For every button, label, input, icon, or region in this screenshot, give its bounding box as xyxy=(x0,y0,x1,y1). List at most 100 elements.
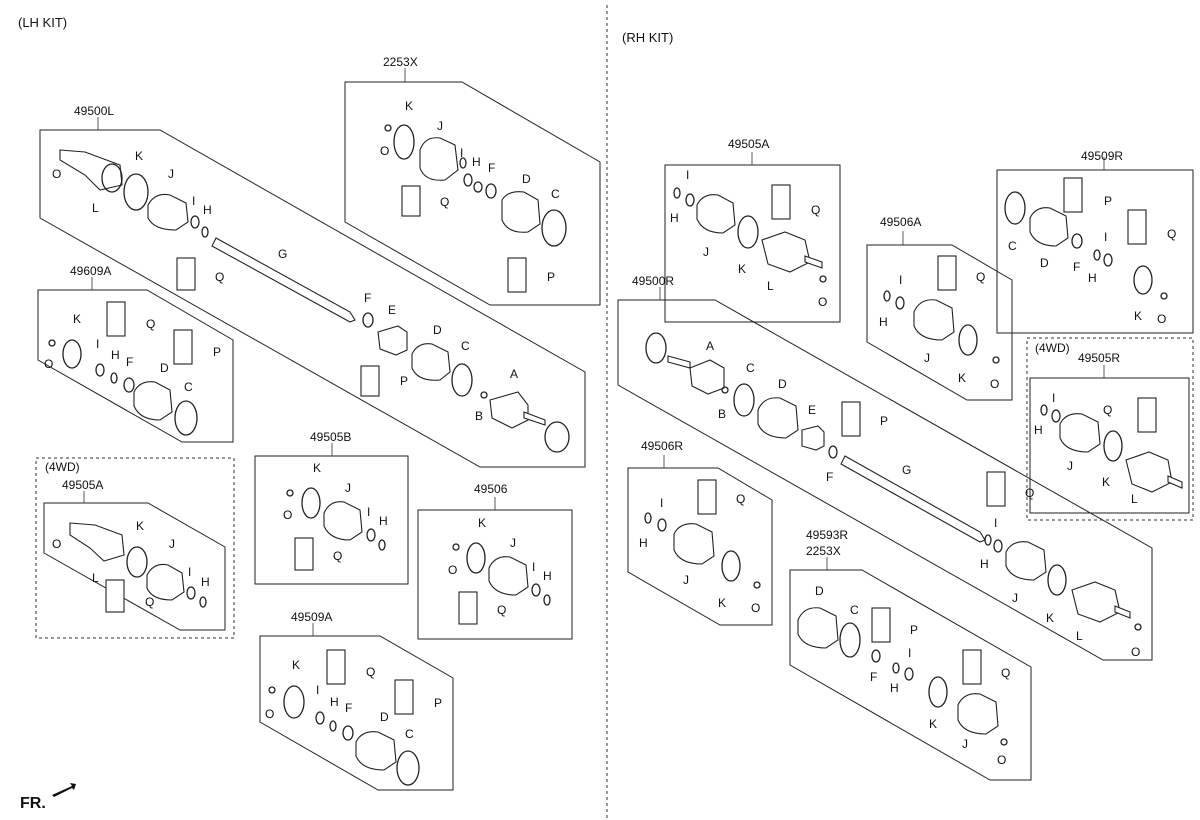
part-callout-k: K xyxy=(718,596,726,610)
part-callout-o: O xyxy=(997,753,1006,767)
part-callout-a: A xyxy=(510,367,518,381)
part-callout-c: C xyxy=(405,727,414,741)
part-callout-i: I xyxy=(316,683,319,697)
part-callout-p: P xyxy=(434,696,442,710)
group-49509a: 49509A K I H F D C O Q P xyxy=(259,610,454,791)
group-qualifier: (4WD) xyxy=(45,460,80,474)
part-callout-p: P xyxy=(400,374,408,388)
part-callout-h: H xyxy=(379,514,388,528)
part-callout-o: O xyxy=(1131,645,1140,659)
part-callout-k: K xyxy=(1134,309,1142,323)
part-callout-d: D xyxy=(160,361,169,375)
part-callout-o: O xyxy=(448,563,457,577)
part-callout-q: Q xyxy=(145,595,154,609)
part-callout-o: O xyxy=(751,601,760,615)
part-callout-f: F xyxy=(345,701,352,715)
part-callout-i: I xyxy=(994,516,997,530)
part-callout-l: L xyxy=(1076,629,1083,643)
group-49609a: 49609A K I H F D C O Q P xyxy=(37,264,234,443)
rh-kit-label: (RH KIT) xyxy=(622,30,673,45)
part-callout-g: G xyxy=(278,247,287,261)
part-callout-e: E xyxy=(388,303,396,317)
group-49505a-rh: 49505A I H J K L O Q xyxy=(664,137,841,323)
part-callout-q: Q xyxy=(440,195,449,209)
part-callout-h: H xyxy=(201,575,210,589)
part-callout-k: K xyxy=(958,371,966,385)
part-callout-q: Q xyxy=(146,317,155,331)
part-callout-d: D xyxy=(815,584,824,598)
part-callout-h: H xyxy=(1088,271,1097,285)
part-callout-k: K xyxy=(73,312,81,326)
part-callout-o: O xyxy=(52,537,61,551)
part-callout-g: G xyxy=(902,463,911,477)
part-callout-o: O xyxy=(265,707,274,721)
group-49505b: 49505B K J I H O Q xyxy=(254,430,409,585)
part-callout-i: I xyxy=(188,565,191,579)
part-callout-c: C xyxy=(551,187,560,201)
part-callout-d: D xyxy=(1040,256,1049,270)
part-callout-k: K xyxy=(1102,475,1110,489)
group-label: 49505A xyxy=(62,478,103,492)
part-callout-d: D xyxy=(380,710,389,724)
group-49506a: 49506A I H J K O Q xyxy=(866,215,1013,401)
part-callout-j: J xyxy=(703,245,709,259)
part-callout-q: Q xyxy=(215,270,224,284)
part-callout-k: K xyxy=(405,99,413,113)
part-callout-j: J xyxy=(924,351,930,365)
part-callout-k: K xyxy=(135,149,143,163)
group-label: 49500R xyxy=(632,274,674,288)
part-callout-i: I xyxy=(367,505,370,519)
part-callout-l: L xyxy=(767,279,774,293)
part-callout-l: L xyxy=(92,571,99,585)
part-callout-f: F xyxy=(826,470,833,484)
group-label: 49506A xyxy=(880,215,921,229)
part-callout-k: K xyxy=(292,658,300,672)
part-callout-h: H xyxy=(1034,423,1043,437)
part-callout-d: D xyxy=(433,323,442,337)
part-callout-p: P xyxy=(880,414,888,428)
group-label: 49506 xyxy=(474,482,508,496)
part-callout-q: Q xyxy=(976,270,985,284)
part-callout-i: I xyxy=(460,146,463,160)
part-callout-i: I xyxy=(686,168,689,182)
part-callout-j: J xyxy=(437,119,443,133)
part-callout-q: Q xyxy=(333,549,342,563)
part-callout-f: F xyxy=(126,355,133,369)
group-label: 49505A xyxy=(728,137,769,151)
part-callout-i: I xyxy=(1052,391,1055,405)
part-callout-i: I xyxy=(899,273,902,287)
group-qualifier: (4WD) xyxy=(1035,341,1070,355)
part-callout-b: B xyxy=(718,407,726,421)
group-label: 49509R xyxy=(1081,149,1123,163)
part-callout-f: F xyxy=(870,670,877,684)
part-callout-j: J xyxy=(1067,459,1073,473)
part-callout-l: L xyxy=(1131,492,1138,506)
part-callout-o: O xyxy=(1157,312,1166,326)
part-callout-i: I xyxy=(192,194,195,208)
group-49500l: 49500L K J I H L O G Q F E D C P A B xyxy=(39,104,586,468)
part-callout-f: F xyxy=(364,291,371,305)
group-label: 49609A xyxy=(70,264,111,278)
group-49505r-rh-4wd: (4WD) 49505R I H J K L Q xyxy=(1026,337,1194,521)
part-callout-k: K xyxy=(136,519,144,533)
group-49593r-2253x: 49593R 2253X D C P F H I K Q J O xyxy=(789,528,1032,781)
group-49505a-lh-4wd: (4WD) 49505A K J I H L O Q xyxy=(35,457,235,639)
part-callout-h: H xyxy=(890,681,899,695)
part-callout-h: H xyxy=(879,315,888,329)
part-callout-i: I xyxy=(532,560,535,574)
part-callout-q: Q xyxy=(736,492,745,506)
part-callout-k: K xyxy=(1046,611,1054,625)
group-label: 49509A xyxy=(291,610,332,624)
part-callout-o: O xyxy=(283,508,292,522)
group-label: 49593R xyxy=(806,528,848,542)
part-callout-d: D xyxy=(778,377,787,391)
part-callout-c: C xyxy=(746,361,755,375)
front-arrow-icon xyxy=(52,783,76,797)
part-callout-h: H xyxy=(543,569,552,583)
part-callout-i: I xyxy=(660,496,663,510)
part-callout-k: K xyxy=(738,262,746,276)
part-callout-h: H xyxy=(670,211,679,225)
part-callout-q: Q xyxy=(1167,227,1176,241)
part-callout-o: O xyxy=(44,357,53,371)
